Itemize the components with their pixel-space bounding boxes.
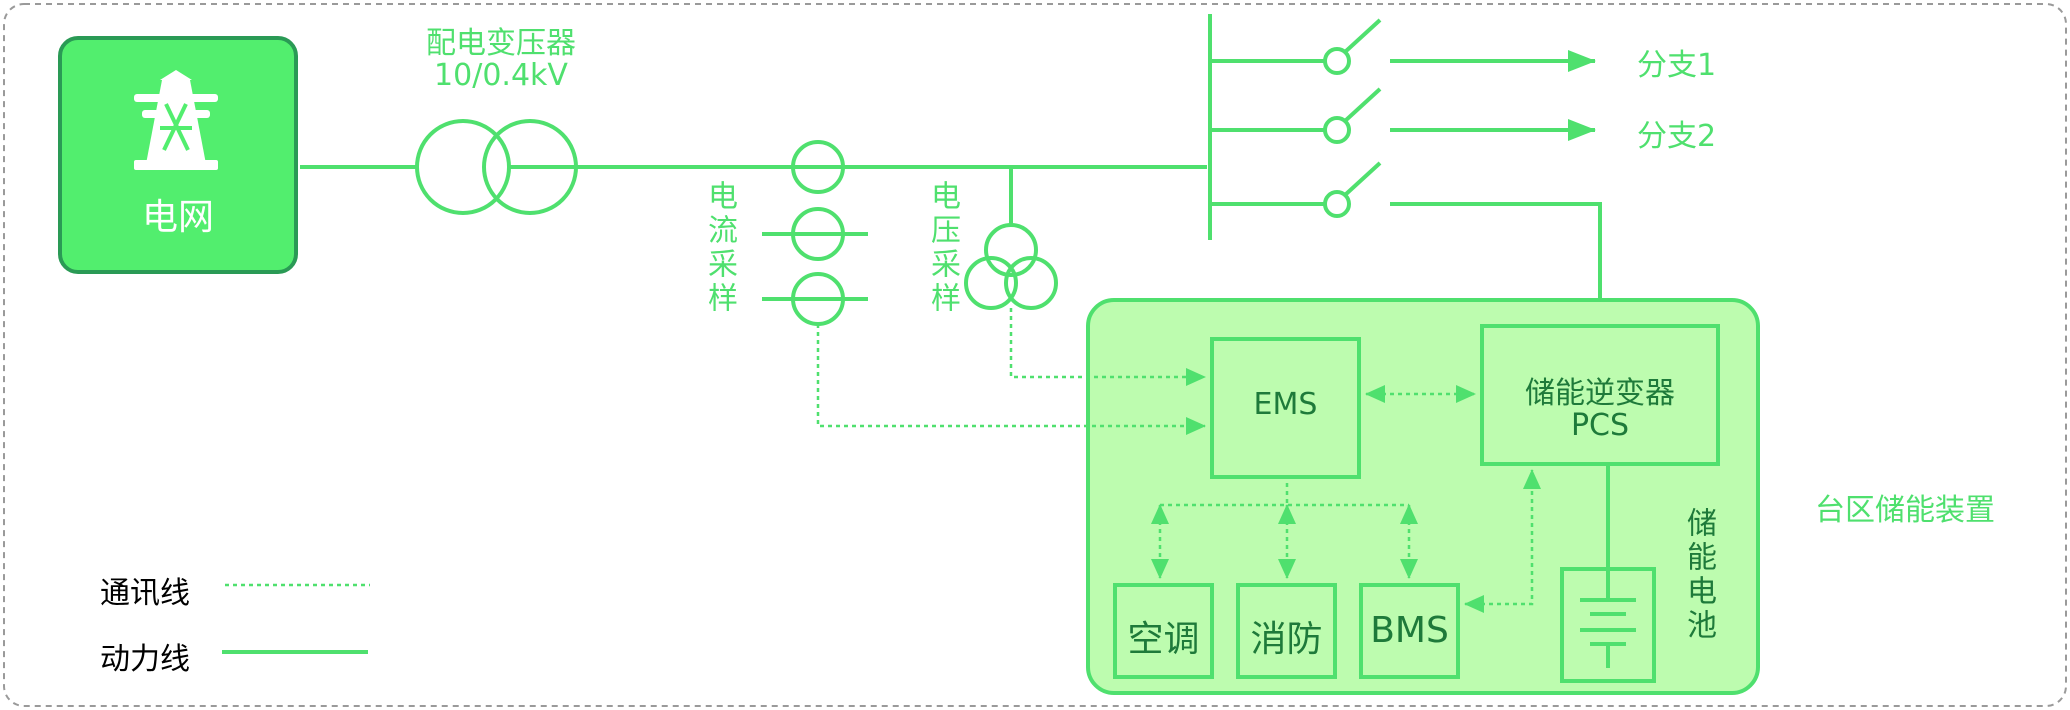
aircon-label: 空调 bbox=[1127, 619, 1200, 660]
aircon-box bbox=[1113, 583, 1214, 679]
legend-comm-label: 通讯线 bbox=[100, 576, 190, 611]
comm-lines bbox=[816, 308, 1541, 613]
pcs-box bbox=[1480, 324, 1720, 466]
transformer-rating: 10/0.4kV bbox=[434, 58, 568, 93]
grid-label: 电网 bbox=[141, 197, 214, 238]
fire-label: 消防 bbox=[1250, 619, 1323, 660]
ems-label: EMS bbox=[1253, 387, 1318, 422]
fire-box bbox=[1236, 583, 1337, 679]
voltage-sensor bbox=[964, 167, 1058, 310]
current-to-ems bbox=[816, 324, 1206, 435]
branch-1-switch bbox=[1210, 18, 1596, 75]
storage-feeder-switch bbox=[1210, 161, 1602, 330]
battery-label: 储能电池 bbox=[1681, 507, 1716, 643]
tower-lattice bbox=[160, 103, 192, 151]
bms-label: BMS bbox=[1370, 610, 1449, 651]
storage-device-container bbox=[1086, 298, 1760, 695]
bms-to-pcs bbox=[1464, 469, 1541, 613]
pcs-label-line2: PCS bbox=[1570, 408, 1630, 443]
legend-power-label: 动力线 bbox=[100, 642, 190, 677]
ems-box bbox=[1210, 337, 1361, 479]
current-sensors bbox=[762, 140, 868, 326]
transformer-title: 配电变压器 bbox=[426, 26, 576, 61]
voltage-sampling-label: 电压采样 bbox=[925, 180, 960, 316]
bms-box bbox=[1359, 583, 1460, 679]
storage-device-label: 台区储能装置 bbox=[1815, 493, 1995, 528]
transformer-coil-1 bbox=[415, 119, 511, 215]
branch-2-switch bbox=[1210, 87, 1596, 144]
branch-1-label: 分支1 bbox=[1637, 48, 1717, 83]
battery-symbol-icon bbox=[1580, 464, 1636, 668]
branch-2-label: 分支2 bbox=[1637, 119, 1717, 154]
current-sampling-label: 电流采样 bbox=[702, 180, 737, 316]
pcs-label-line1: 储能逆变器 bbox=[1525, 376, 1675, 411]
outer-frame bbox=[3, 3, 2067, 707]
